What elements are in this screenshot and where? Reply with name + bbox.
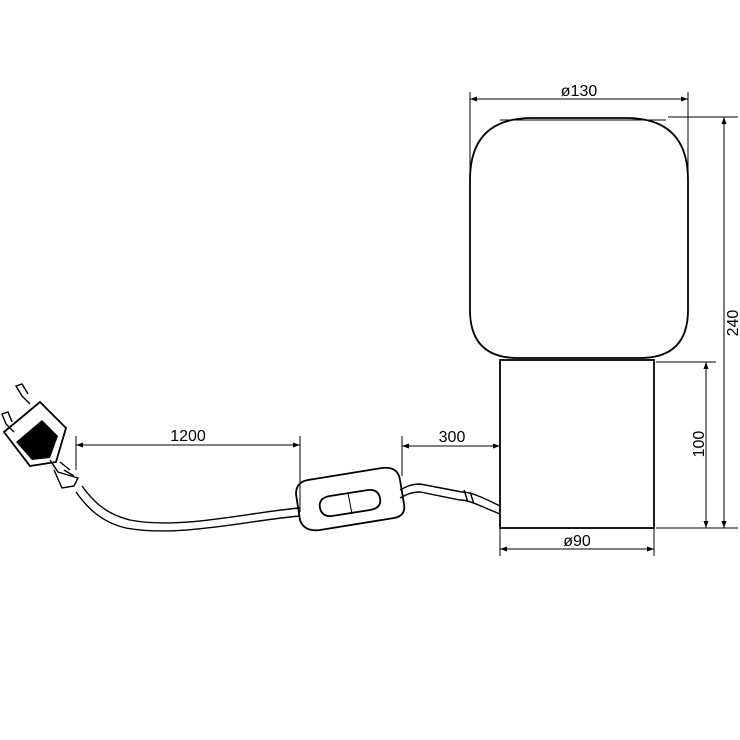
inline-switch — [295, 466, 406, 532]
cable-length-label: 1200 — [170, 428, 206, 445]
dimension-base-height: 100 — [656, 361, 716, 528]
lamp-base — [499, 359, 655, 529]
power-cable — [75, 483, 501, 532]
euro-plug — [1, 383, 79, 489]
dimension-cable-length: 1200 — [75, 428, 301, 512]
lamp-shade — [469, 117, 689, 359]
dimension-shade-diameter: ø130 — [469, 83, 689, 176]
dimension-base-diameter: ø90 — [499, 528, 655, 556]
total-height-label: 240 — [725, 310, 740, 337]
dimension-total-height: 240 — [656, 116, 740, 529]
shade-diameter-label: ø130 — [561, 83, 598, 100]
base-diameter-label: ø90 — [563, 533, 591, 550]
switch-distance-label: 300 — [439, 429, 466, 446]
base-height-label: 100 — [691, 431, 708, 458]
dimension-switch-distance: 300 — [401, 429, 500, 476]
